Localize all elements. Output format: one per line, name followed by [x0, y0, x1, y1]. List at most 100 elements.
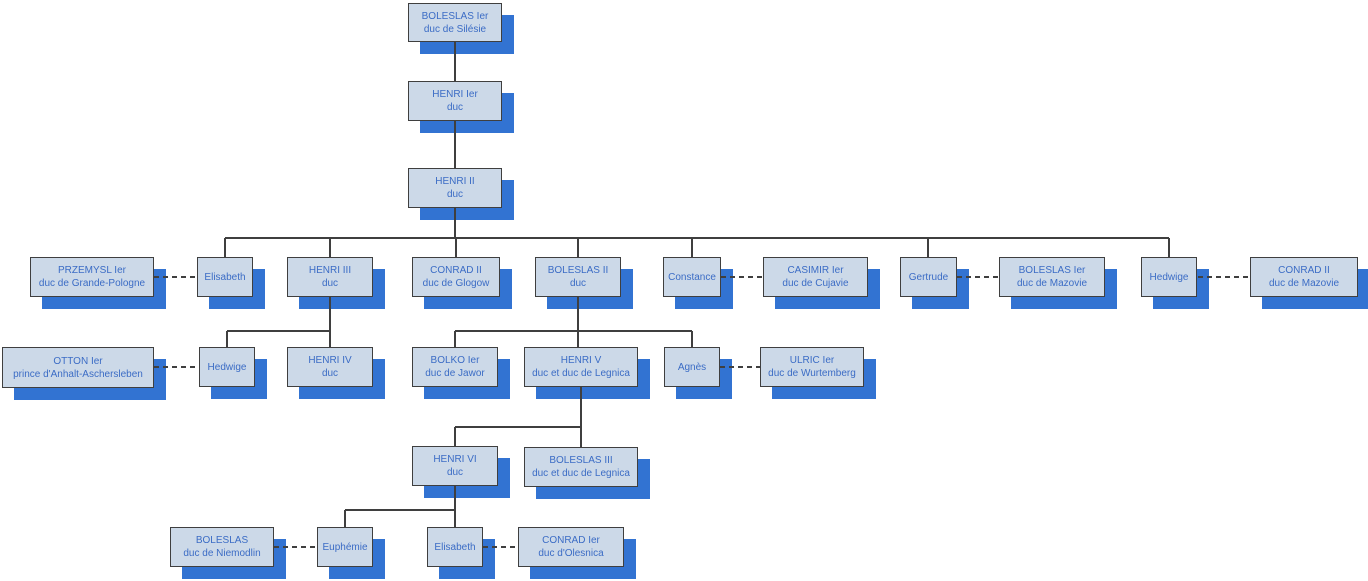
- descent-connector-line: [224, 238, 226, 257]
- person-label: BOLESLAS Ier: [1018, 265, 1086, 276]
- descent-connector-line: [329, 238, 331, 257]
- marriage-connector-dashed-line: [483, 546, 518, 548]
- person-label: BOLESLAS III: [549, 455, 613, 466]
- descent-connector-line: [226, 331, 228, 347]
- person-label: PRZEMYSL Ier: [58, 265, 126, 276]
- person-label: duc de Grande-Pologne: [38, 278, 146, 289]
- node-boleslas-2: BOLESLAS II duc: [535, 257, 621, 297]
- node-henri-5: HENRI V duc et duc de Legnica: [524, 347, 638, 387]
- node-hedwige-mazovie: Hedwige: [1141, 257, 1197, 297]
- descent-connector-line: [455, 330, 692, 332]
- marriage-connector-dashed-line: [274, 546, 317, 548]
- person-label: HENRI IV: [308, 355, 352, 366]
- person-label: CASIMIR Ier: [787, 265, 844, 276]
- person-label: BOLESLAS: [195, 535, 249, 546]
- descent-connector-line: [454, 121, 456, 168]
- node-agnes: Agnès: [664, 347, 720, 387]
- person-label: CONRAD II: [1278, 265, 1330, 276]
- person-label: Gertrude: [908, 271, 949, 283]
- person-label: BOLESLAS II: [547, 265, 609, 276]
- descent-connector-line: [454, 208, 456, 239]
- person-label: Constance: [668, 271, 716, 283]
- descent-connector-line: [1168, 238, 1170, 257]
- person-label: duc: [569, 278, 587, 289]
- node-constance: Constance: [663, 257, 721, 297]
- node-henri-2: HENRI II duc: [408, 168, 502, 208]
- person-label: HENRI II: [435, 176, 475, 187]
- person-label: duc de Jawor: [425, 368, 485, 379]
- descent-connector-line: [329, 297, 331, 332]
- person-label: duc de Mazovie: [1268, 278, 1340, 289]
- node-henri-6: HENRI VI duc: [412, 446, 498, 486]
- descent-connector-line: [454, 510, 456, 527]
- person-label: Euphémie: [322, 541, 368, 553]
- person-label: HENRI V: [560, 355, 602, 366]
- person-label: Elisabeth: [204, 271, 246, 283]
- node-przemysl-1er: PRZEMYSL Ier duc de Grande-Pologne: [30, 257, 154, 297]
- descent-connector-line: [691, 331, 693, 347]
- node-conrad-2-glogow: CONRAD II duc de Glogow: [412, 257, 500, 297]
- person-label: OTTON Ier: [53, 355, 103, 367]
- descent-connector-line: [454, 486, 456, 511]
- person-label: duc d'Olesnica: [538, 548, 604, 559]
- person-label: duc de Cujavie: [782, 278, 849, 289]
- node-hedwige-anhalt: Hedwige: [199, 347, 255, 387]
- node-boleslas-niemodlin: BOLESLAS duc de Niemodlin: [170, 527, 274, 567]
- person-label: duc et duc de Legnica: [532, 368, 630, 379]
- descent-connector-line: [577, 331, 579, 347]
- node-henri-4: HENRI IV duc: [287, 347, 373, 387]
- descent-connector-line: [329, 331, 331, 347]
- node-henri-1er: HENRI Ier duc: [408, 81, 502, 121]
- descent-connector-line: [927, 238, 929, 257]
- person-label: HENRI Ier: [432, 89, 478, 100]
- person-label: HENRI VI: [433, 454, 477, 465]
- node-euphemie: Euphémie: [317, 527, 373, 567]
- descent-connector-line: [455, 238, 457, 257]
- person-label: Hedwige: [207, 361, 247, 373]
- person-label: HENRI III: [308, 265, 352, 276]
- person-label: CONRAD Ier: [542, 535, 600, 546]
- descent-connector-line: [225, 237, 1169, 239]
- person-label: Hedwige: [1149, 271, 1189, 283]
- marriage-connector-dashed-line: [720, 366, 760, 368]
- person-label: duc: [321, 368, 339, 379]
- node-elisabeth: Elisabeth: [197, 257, 253, 297]
- person-label: duc: [446, 189, 464, 200]
- descent-connector-line: [454, 427, 456, 446]
- marriage-connector-dashed-line: [154, 366, 199, 368]
- marriage-connector-dashed-line: [154, 276, 197, 278]
- person-label: CONRAD II: [430, 265, 482, 276]
- node-casimir-1er: CASIMIR Ier duc de Cujavie: [763, 257, 868, 297]
- node-boleslas-1er-mazovie: BOLESLAS Ier duc de Mazovie: [999, 257, 1105, 297]
- person-label: duc et duc de Legnica: [532, 468, 630, 479]
- person-label: Elisabeth: [434, 541, 476, 553]
- descent-connector-line: [345, 509, 455, 511]
- descent-connector-line: [577, 297, 579, 332]
- person-label: duc de Mazovie: [1016, 278, 1088, 289]
- person-label: duc de Niemodlin: [183, 548, 261, 559]
- marriage-connector-dashed-line: [957, 276, 999, 278]
- descent-connector-line: [580, 427, 582, 447]
- person-label: duc: [446, 102, 464, 113]
- node-gertrude: Gertrude: [900, 257, 957, 297]
- node-conrad-1er-olesnica: CONRAD Ier duc d'Olesnica: [518, 527, 624, 567]
- descent-connector-line: [344, 510, 346, 527]
- person-label: ULRIC Ier: [789, 355, 835, 366]
- node-conrad-2-mazovie: CONRAD II duc de Mazovie: [1250, 257, 1358, 297]
- person-label: duc de Silésie: [423, 23, 487, 35]
- marriage-connector-dashed-line: [721, 276, 763, 278]
- person-label: Agnès: [677, 361, 707, 373]
- person-label: duc de Glogow: [422, 278, 490, 289]
- person-label: duc: [446, 467, 464, 478]
- descent-connector-line: [454, 331, 456, 347]
- descent-connector-line: [454, 42, 456, 81]
- marriage-connector-dashed-line: [1198, 276, 1250, 278]
- descent-connector-line: [580, 387, 582, 428]
- person-label: BOLESLAS Ier: [421, 10, 489, 22]
